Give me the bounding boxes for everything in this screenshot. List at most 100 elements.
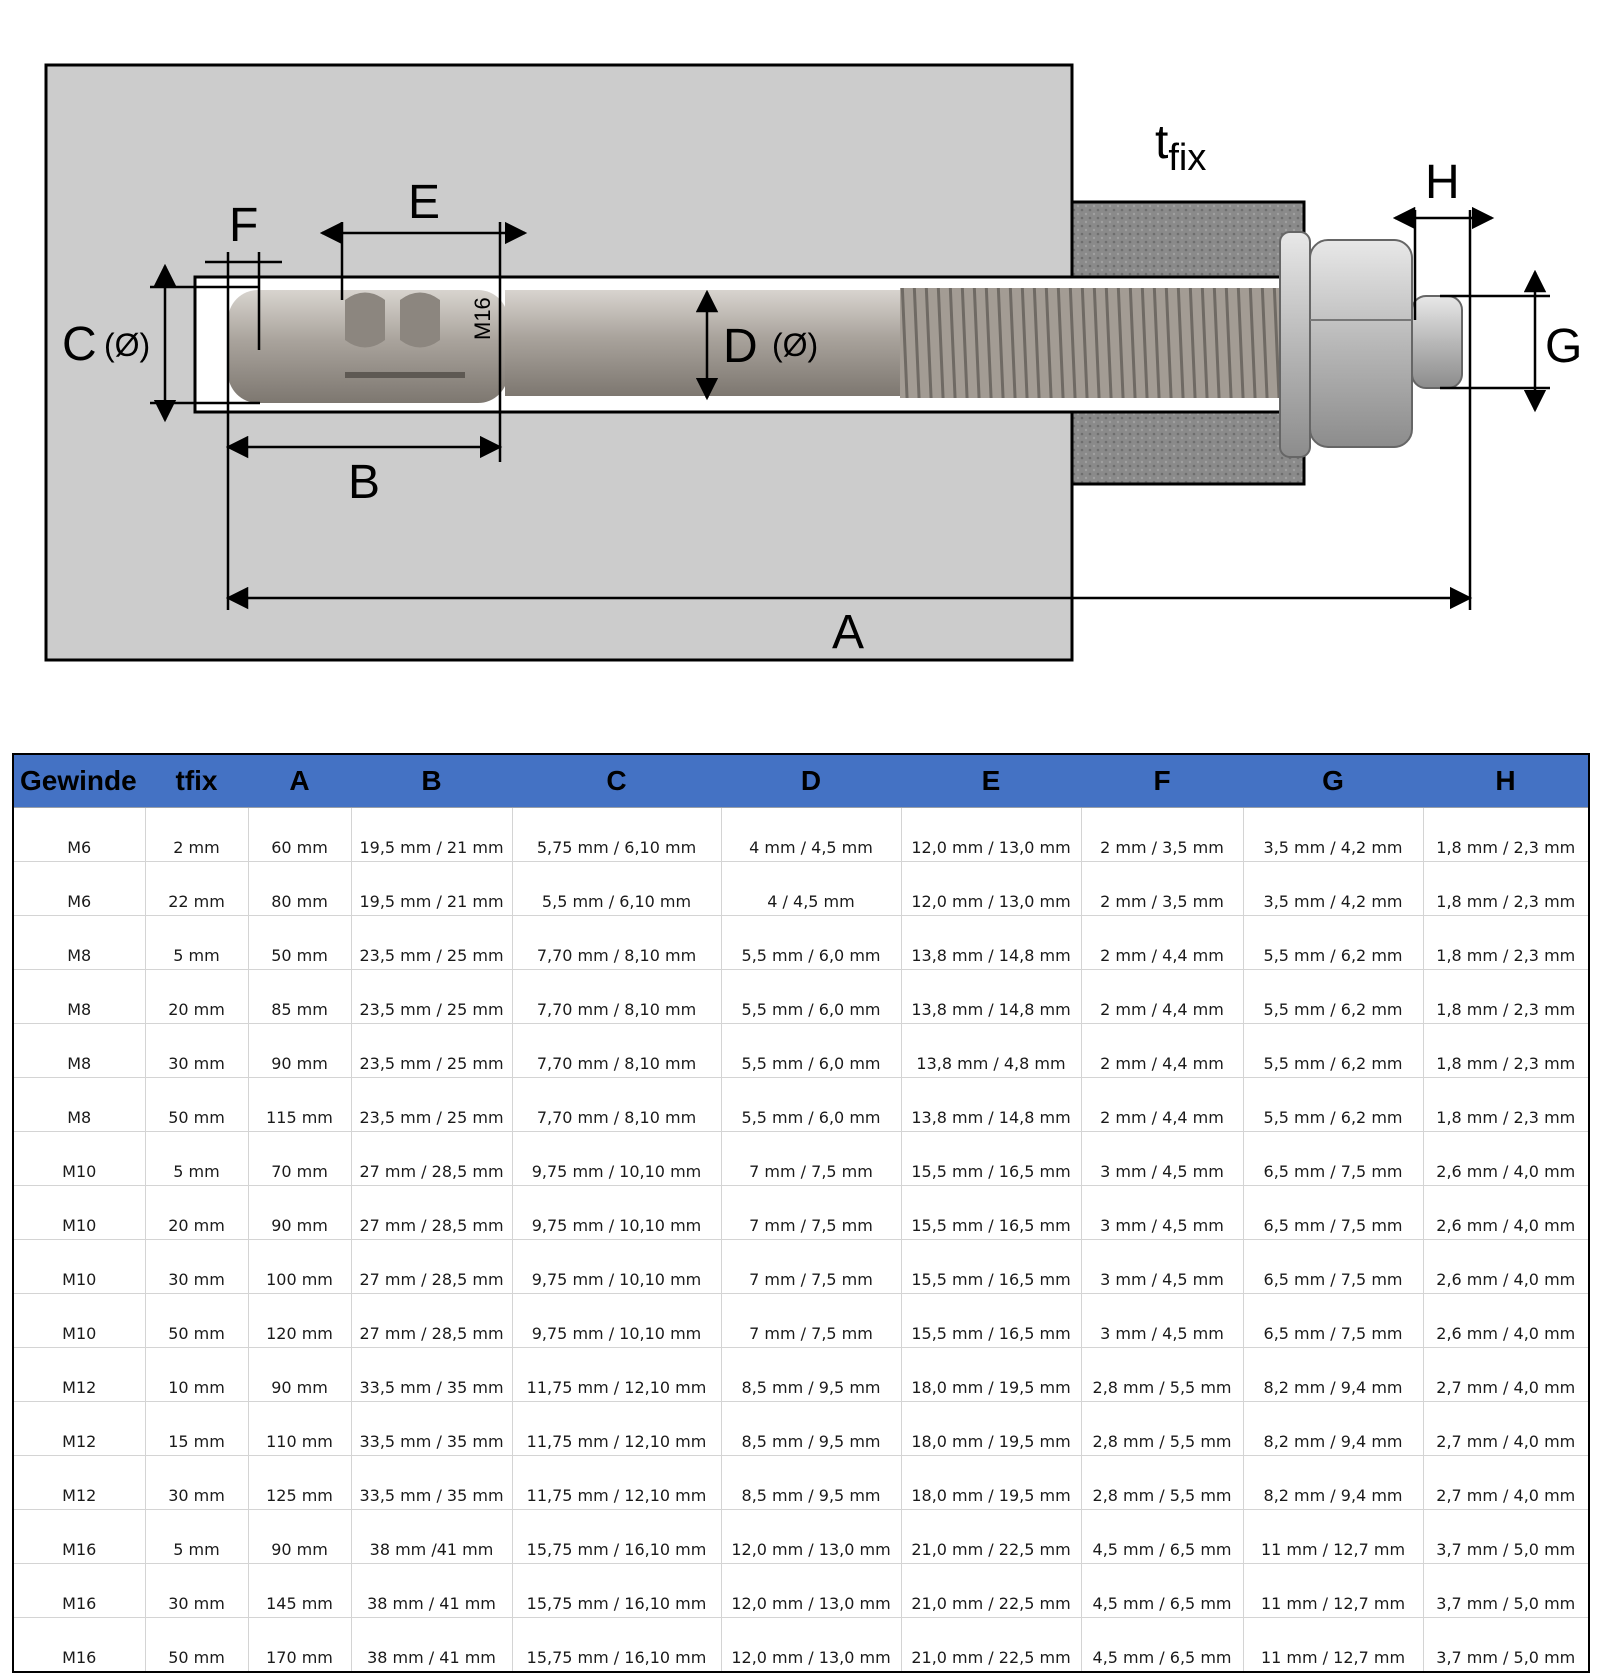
table-cell: M8: [13, 969, 146, 1024]
table-cell: 9,75 mm / 10,10 mm: [512, 1131, 722, 1186]
label-c-diameter: (Ø): [104, 327, 150, 363]
table-cell: M8: [13, 915, 146, 970]
table-cell: 2 mm / 4,4 mm: [1081, 1077, 1244, 1132]
table-cell: 11 mm / 12,7 mm: [1243, 1509, 1424, 1564]
table-cell: 6,5 mm / 7,5 mm: [1243, 1185, 1424, 1240]
table-cell: 170 mm: [248, 1617, 352, 1673]
column-header-b: B: [351, 754, 512, 808]
table-cell: 27 mm / 28,5 mm: [351, 1239, 513, 1294]
table-cell: M10: [13, 1293, 146, 1348]
table-cell: M10: [13, 1185, 146, 1240]
table-cell: 13,8 mm / 4,8 mm: [901, 1023, 1082, 1078]
column-header-d: D: [721, 754, 901, 808]
table-cell: 7,70 mm / 8,10 mm: [512, 915, 722, 970]
table-cell: 3,7 mm / 5,0 mm: [1423, 1509, 1589, 1564]
table-cell: 5 mm: [145, 1509, 249, 1564]
table-cell: 6,5 mm / 7,5 mm: [1243, 1293, 1424, 1348]
table-cell: 12,0 mm / 13,0 mm: [721, 1563, 902, 1618]
table-cell: 2 mm / 4,4 mm: [1081, 1023, 1244, 1078]
table-cell: 2 mm / 3,5 mm: [1081, 807, 1244, 862]
table-cell: 7 mm / 7,5 mm: [721, 1293, 902, 1348]
table-cell: 7 mm / 7,5 mm: [721, 1131, 902, 1186]
table-cell: 19,5 mm / 21 mm: [351, 807, 513, 862]
table-cell: 4,5 mm / 6,5 mm: [1081, 1617, 1244, 1673]
table-cell: M12: [13, 1347, 146, 1402]
table-cell: 3,5 mm / 4,2 mm: [1243, 807, 1424, 862]
table-cell: 1,8 mm / 2,3 mm: [1423, 1023, 1589, 1078]
table-cell: 20 mm: [145, 1185, 249, 1240]
table-cell: 2 mm: [145, 807, 249, 862]
table-cell: 5,75 mm / 6,10 mm: [512, 807, 722, 862]
table-cell: 15,5 mm / 16,5 mm: [901, 1293, 1082, 1348]
table-cell: 50 mm: [145, 1293, 249, 1348]
table-cell: 22 mm: [145, 861, 249, 916]
table-cell: 30 mm: [145, 1023, 249, 1078]
column-header-c: C: [512, 754, 721, 808]
table-cell: 23,5 mm / 25 mm: [351, 915, 513, 970]
table-cell: 115 mm: [248, 1077, 352, 1132]
table-cell: 4 mm / 4,5 mm: [721, 807, 902, 862]
table-cell: 21,0 mm / 22,5 mm: [901, 1617, 1082, 1673]
table-cell: 70 mm: [248, 1131, 352, 1186]
table-cell: 2,6 mm / 4,0 mm: [1423, 1131, 1589, 1186]
table-cell: 18,0 mm / 19,5 mm: [901, 1455, 1082, 1510]
table-cell: 8,5 mm / 9,5 mm: [721, 1401, 902, 1456]
table-cell: 1,8 mm / 2,3 mm: [1423, 969, 1589, 1024]
table-cell: 3 mm / 4,5 mm: [1081, 1239, 1244, 1294]
table-cell: 12,0 mm / 13,0 mm: [721, 1617, 902, 1673]
table-cell: 33,5 mm / 35 mm: [351, 1455, 513, 1510]
table-cell: 21,0 mm / 22,5 mm: [901, 1563, 1082, 1618]
table-cell: 2,8 mm / 5,5 mm: [1081, 1455, 1244, 1510]
table-cell: 2,8 mm / 5,5 mm: [1081, 1347, 1244, 1402]
table-cell: 90 mm: [248, 1023, 352, 1078]
table-cell: M6: [13, 807, 146, 862]
table-cell: 9,75 mm / 10,10 mm: [512, 1185, 722, 1240]
table-cell: 6,5 mm / 7,5 mm: [1243, 1131, 1424, 1186]
table-cell: 2,7 mm / 4,0 mm: [1423, 1401, 1589, 1456]
table-cell: 2,8 mm / 5,5 mm: [1081, 1401, 1244, 1456]
table-cell: 30 mm: [145, 1239, 249, 1294]
table-cell: 120 mm: [248, 1293, 352, 1348]
table-cell: 23,5 mm / 25 mm: [351, 969, 513, 1024]
table-cell: 4 / 4,5 mm: [721, 861, 902, 916]
table-cell: 5,5 mm / 6,0 mm: [721, 969, 902, 1024]
table-cell: 1,8 mm / 2,3 mm: [1423, 861, 1589, 916]
table-cell: 60 mm: [248, 807, 352, 862]
table-cell: 11,75 mm / 12,10 mm: [512, 1455, 722, 1510]
table-cell: 3 mm / 4,5 mm: [1081, 1131, 1244, 1186]
table-cell: 9,75 mm / 10,10 mm: [512, 1239, 722, 1294]
table-cell: 3,5 mm / 4,2 mm: [1243, 861, 1424, 916]
table-cell: 12,0 mm / 13,0 mm: [721, 1509, 902, 1564]
table-cell: 19,5 mm / 21 mm: [351, 861, 513, 916]
label-g: G: [1545, 320, 1582, 373]
table-cell: 11,75 mm / 12,10 mm: [512, 1347, 722, 1402]
table-cell: 10 mm: [145, 1347, 249, 1402]
table-cell: 50 mm: [145, 1617, 249, 1673]
label-f: F: [229, 199, 258, 252]
table-cell: 13,8 mm / 14,8 mm: [901, 1077, 1082, 1132]
table-cell: 15,5 mm / 16,5 mm: [901, 1239, 1082, 1294]
table-cell: M8: [13, 1023, 146, 1078]
table-cell: 38 mm / 41 mm: [351, 1563, 513, 1618]
column-header-g: G: [1243, 754, 1423, 808]
table-cell: M10: [13, 1239, 146, 1294]
table-cell: 2 mm / 4,4 mm: [1081, 915, 1244, 970]
table-cell: 3 mm / 4,5 mm: [1081, 1185, 1244, 1240]
table-cell: M10: [13, 1131, 146, 1186]
bolt-marking: M16: [470, 297, 495, 340]
table-cell: 2 mm / 3,5 mm: [1081, 861, 1244, 916]
table-cell: 1,8 mm / 2,3 mm: [1423, 915, 1589, 970]
table-cell: 4,5 mm / 6,5 mm: [1081, 1509, 1244, 1564]
table-cell: 8,2 mm / 9,4 mm: [1243, 1347, 1424, 1402]
table-cell: 30 mm: [145, 1563, 249, 1618]
column-header-gewinde: Gewinde: [13, 754, 145, 808]
table-cell: M12: [13, 1401, 146, 1456]
label-h: H: [1425, 156, 1460, 209]
table-cell: 5,5 mm / 6,2 mm: [1243, 1077, 1424, 1132]
